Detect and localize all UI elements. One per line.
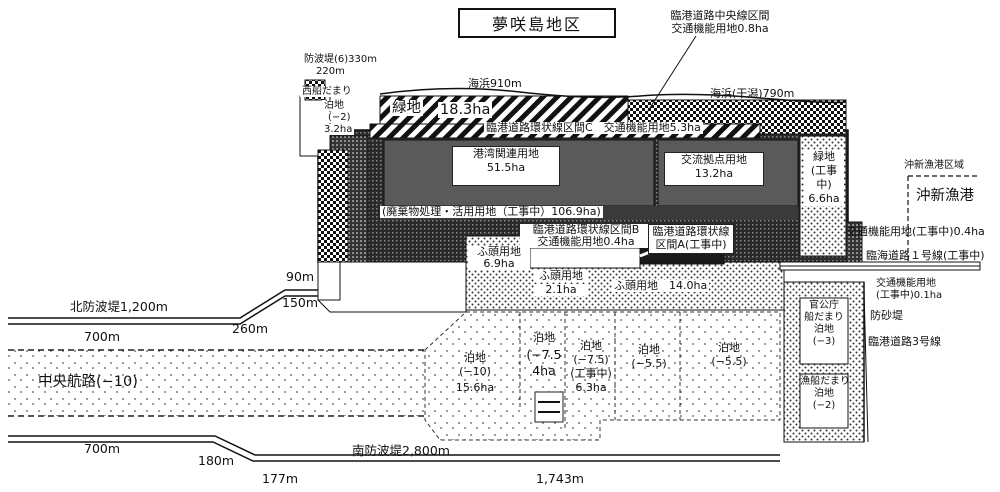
berth55b-name: 泊地 xyxy=(718,341,740,354)
logistics-name: 交流拠点用地 xyxy=(681,153,747,166)
central-line-label-a: 臨港道路中央線区間 xyxy=(670,9,770,22)
central-channel-area xyxy=(8,350,428,416)
green-b-name: 緑地 xyxy=(804,150,844,164)
berth55b-depth: (−5.5) xyxy=(711,355,747,368)
length-700-bottom: 700m xyxy=(84,441,121,456)
beach-790-label: 海浜(干潟)790m xyxy=(710,87,795,100)
berth75a-name: 泊地 xyxy=(533,331,555,344)
central-channel-label: 中央航路(−10) xyxy=(38,374,138,390)
green-b-box: 緑地 (工事中) 6.6ha xyxy=(804,150,844,206)
fish-label-c: (−2) xyxy=(812,400,836,411)
length-177: 177m xyxy=(262,471,299,486)
beach-910-label: 海浜910m xyxy=(468,77,522,90)
berth10-name: 泊地 xyxy=(464,351,486,364)
berth75b-status: (工事中) xyxy=(570,367,612,380)
berth10-depth: (−10) xyxy=(459,365,491,378)
port-use-box: 港湾関連用地 51.5ha xyxy=(452,146,560,186)
road3-label: 臨港道路3号線 xyxy=(868,335,941,348)
central-line-label-b: 交通機能用地0.8ha xyxy=(671,22,769,35)
traffic-01-label-a: 交通機能用地 xyxy=(876,278,936,289)
berth75b-name: 泊地 xyxy=(580,339,602,352)
berth55a-name: 泊地 xyxy=(638,343,660,356)
length-180: 180m xyxy=(198,453,235,468)
berth75b-area: 6.3ha xyxy=(575,381,607,394)
south-breakwater-label: 南防波堤2,800m xyxy=(352,443,450,458)
west-berth-area: 3.2ha xyxy=(322,124,355,135)
ring-b-label-a: 臨港道路環状線区間B xyxy=(520,224,652,236)
length-90: 90m xyxy=(286,269,315,284)
port-use-name: 港湾関連用地 xyxy=(473,147,539,160)
west-mooring-label: 西船だまり xyxy=(300,86,354,97)
berth75a-depth: (−7.5 xyxy=(526,347,562,362)
traffic-04-label: 交通機能用地(工事中)0.4ha xyxy=(846,225,985,238)
ring-a-box: 臨港道路環状線 区間A(工事中) xyxy=(648,224,734,254)
berth75b-depth: (−7.5) xyxy=(573,353,609,366)
fish-label-a: 漁船だまり xyxy=(800,376,850,387)
wharf-c-label: ふ頭用地 14.0ha xyxy=(612,279,710,292)
green-b-area: 6.6ha xyxy=(804,192,844,206)
logistics-area: 13.2ha xyxy=(694,167,734,180)
logistics-box: 交流拠点用地 13.2ha xyxy=(664,152,764,186)
ring-c-label: 臨港道路環状線区間C 交通機能用地5.3ha xyxy=(484,121,703,134)
district-title: 夢咲島地区 xyxy=(458,8,616,38)
wharf-b-area: 2.1ha xyxy=(534,284,588,296)
port-use-area: 51.5ha xyxy=(486,161,526,174)
length-700-top: 700m xyxy=(84,329,121,344)
road1-label: 臨海道路１号線(工事中) xyxy=(866,249,985,262)
length-260: 260m xyxy=(232,321,269,336)
berth10-area: 15.6ha xyxy=(455,381,495,394)
central-line-leader xyxy=(645,35,697,115)
berth55a-depth: (−5.5) xyxy=(631,357,667,370)
traffic-01-label-b: (工事中)0.1ha xyxy=(876,290,943,301)
waste-use-label: (廃棄物処理・活用用地（工事中）106.9ha) xyxy=(380,205,603,218)
length-1743: 1,743m xyxy=(536,471,584,486)
wharf-a-area: 6.9ha xyxy=(468,258,530,270)
okishin-port-label: 沖新漁港 xyxy=(916,188,974,204)
breakwater6-label-a: 防波堤(6)330m xyxy=(304,54,377,65)
ring-a-label-a: 臨港道路環状線 xyxy=(652,225,730,238)
ring-a-label-b: 区間A(工事中) xyxy=(655,238,727,251)
breakwater6-label-b: 220m xyxy=(316,66,345,77)
sand-barrier-label: 防砂堤 xyxy=(870,309,903,322)
ring-b-label-b: 交通機能用地0.4ha xyxy=(520,236,652,248)
gov-label-c: 泊地 xyxy=(814,324,834,335)
west-berth-label: 泊地 xyxy=(322,100,346,111)
length-150: 150m xyxy=(282,295,319,310)
green-a-area: 18.3ha xyxy=(438,102,493,118)
gov-label-d: (−3) xyxy=(812,336,836,347)
berth-areas xyxy=(424,311,781,441)
wharf-b-name: ふ頭用地 xyxy=(534,270,588,282)
green-b-status: (工事中) xyxy=(804,164,844,192)
wharf-a-name: ふ頭用地 xyxy=(468,246,530,258)
gov-label-a: 官公庁 xyxy=(809,300,839,311)
north-breakwater-label: 北防波堤1,200m xyxy=(70,299,168,314)
west-berth-depth: (−2) xyxy=(326,112,353,123)
berth75a-area: 4ha xyxy=(532,363,556,378)
okishin-district-label: 沖新漁港区域 xyxy=(904,160,964,171)
gov-label-b: 船だまり xyxy=(804,312,844,323)
fish-label-b: 泊地 xyxy=(814,388,834,399)
green-a-name: 緑地 xyxy=(390,100,423,116)
